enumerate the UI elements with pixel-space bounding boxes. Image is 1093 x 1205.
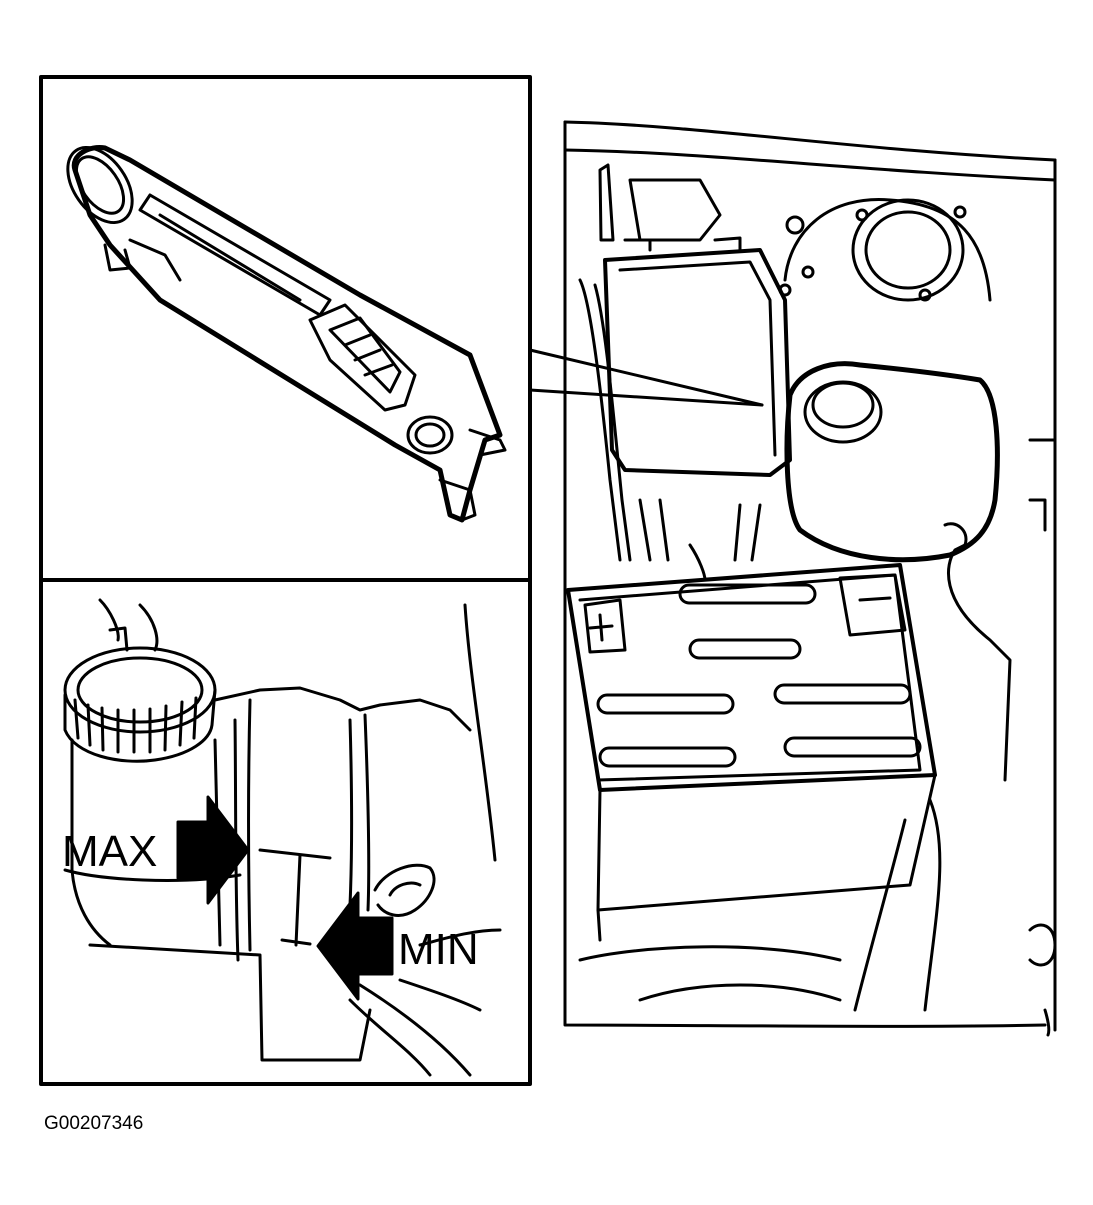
max-arrow-icon (176, 795, 250, 905)
min-label: MIN (398, 925, 479, 974)
figure-code: G00207346 (44, 1113, 143, 1134)
min-arrow-icon (316, 891, 394, 1001)
engine-bay-illustration (563, 120, 1057, 1037)
dipstick-tool-illustration (66, 144, 507, 523)
callout-leader (528, 348, 764, 407)
max-label: MAX (62, 827, 157, 876)
reservoir-closeup-illustration (63, 598, 502, 1077)
detail-inset-frame (39, 75, 532, 1086)
